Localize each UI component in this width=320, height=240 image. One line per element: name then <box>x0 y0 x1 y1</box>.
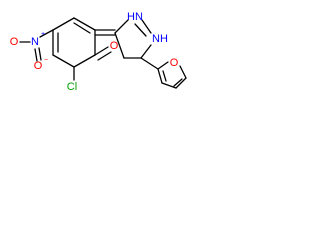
bond-ring-3 <box>73 54 96 68</box>
bond-furan-3b <box>173 78 183 87</box>
bond-pz-3 <box>140 44 152 59</box>
bond-pz-5 <box>114 32 125 59</box>
atom-labels: O N + O − O Cl HN NH O <box>10 11 179 93</box>
atom-pyrazolidine-n2: NH <box>152 33 168 45</box>
bond-furan-5b <box>162 70 167 82</box>
atom-furan-o: O <box>170 57 179 69</box>
bond-n-o <box>38 47 42 61</box>
bond-furan-4 <box>161 82 177 89</box>
bond-ring-6 <box>52 17 75 31</box>
nitro-n-charge: + <box>41 31 45 38</box>
bond-carbonyl <box>94 46 109 56</box>
bond-furan-5 <box>157 68 163 84</box>
bond-furan-2 <box>179 65 187 79</box>
bond-pz-nn <box>134 23 147 37</box>
bond-furan-3 <box>175 77 187 89</box>
atom-nitro-o-left: O <box>10 36 19 48</box>
bond-carbonyl-b <box>97 51 112 61</box>
atom-pyrazolidine-n1: HN <box>127 11 143 23</box>
chemical-structure-diagram: O N + O − O Cl HN NH O <box>10 11 187 93</box>
atom-nitro-o-bottom: O <box>34 60 43 72</box>
atom-chlorine: Cl <box>67 81 77 93</box>
bond-pz-furan <box>140 57 159 70</box>
bond-pz-1 <box>114 19 129 34</box>
bond-n-o-double <box>34 48 38 62</box>
bonds <box>19 17 187 89</box>
bond-ring-5b <box>73 22 91 34</box>
bond-ring-5 <box>73 17 96 31</box>
atom-carbonyl-o: O <box>110 40 119 52</box>
bond-n-ring <box>39 29 54 38</box>
bond-furan-1 <box>157 61 169 70</box>
bond-pz-2 <box>141 19 152 34</box>
nitro-o-charge: − <box>44 57 48 64</box>
atom-nitro-n: N <box>31 36 39 48</box>
bond-ring-2 <box>52 54 75 68</box>
